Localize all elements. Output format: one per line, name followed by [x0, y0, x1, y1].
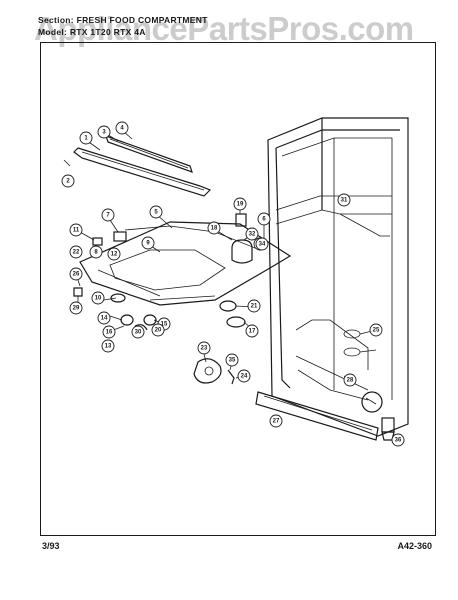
- callout-18: 18: [207, 221, 221, 235]
- callout-number: 11: [73, 228, 80, 234]
- callout-20: 20: [151, 323, 165, 337]
- callout-16: 16: [102, 325, 116, 339]
- callout-27: 27: [269, 414, 283, 428]
- callout-34: 34: [255, 237, 269, 251]
- callout-number: 27: [273, 419, 280, 425]
- callout-17: 17: [245, 324, 259, 338]
- callout-9: 9: [141, 236, 155, 250]
- callout-number: 20: [155, 328, 162, 334]
- callout-26: 26: [69, 267, 83, 281]
- callout-22: 22: [69, 245, 83, 259]
- callout-number: 12: [111, 252, 118, 258]
- callout-number: 2: [66, 179, 70, 185]
- callout-number: 8: [94, 250, 98, 256]
- callout-number: 34: [259, 242, 266, 248]
- callout-number: 24: [241, 374, 248, 380]
- callout-number: 4: [120, 126, 124, 132]
- callout-25: 25: [369, 323, 383, 337]
- callout-35: 35: [225, 353, 239, 367]
- callout-number: 17: [249, 329, 256, 335]
- callout-number: 30: [135, 330, 142, 336]
- callout-number: 22: [73, 250, 80, 256]
- model-line: Model: RTX 1T20 RTX 4A: [38, 27, 146, 37]
- callout-32: 32: [245, 227, 259, 241]
- callout-number: 3: [102, 130, 106, 136]
- callout-6: 6: [257, 212, 271, 226]
- callout-5: 5: [149, 205, 163, 219]
- callout-3: 3: [97, 125, 111, 139]
- callout-28: 28: [343, 373, 357, 387]
- callout-number: 35: [229, 358, 236, 364]
- toe-grille: [255, 391, 379, 441]
- callout-31: 31: [337, 193, 351, 207]
- callout-number: 31: [341, 198, 348, 204]
- callout-21: 21: [247, 299, 261, 313]
- footer-code: A42-360: [397, 541, 432, 551]
- callout-19: 19: [233, 197, 247, 211]
- watermark-text: AppliancePartsPros.com: [34, 10, 414, 47]
- lower-components: [193, 358, 235, 385]
- callout-number: 15: [161, 322, 168, 328]
- callout-10: 10: [91, 291, 105, 305]
- refrigerator-cabinet: [267, 117, 409, 437]
- callout-number: 36: [395, 438, 402, 444]
- callout-number: 26: [73, 272, 80, 278]
- callout-number: 16: [106, 330, 113, 336]
- callout-23: 23: [197, 341, 211, 355]
- callout-number: 14: [101, 316, 108, 322]
- callout-36: 36: [391, 433, 405, 447]
- callout-29: 29: [69, 301, 83, 315]
- callout-number: 7: [106, 213, 110, 219]
- callout-number: 18: [211, 226, 218, 232]
- footer-date: 3/93: [42, 541, 60, 551]
- callout-number: 19: [237, 202, 244, 208]
- callout-14: 14: [97, 311, 111, 325]
- top-rail: [73, 135, 212, 197]
- callout-number: 28: [347, 378, 354, 384]
- diagram-frame: [40, 42, 436, 536]
- callout-number: 10: [95, 296, 102, 302]
- callout-number: 1: [84, 136, 88, 142]
- callout-number: 25: [373, 328, 380, 334]
- callout-number: 23: [201, 346, 208, 352]
- callout-7: 7: [101, 208, 115, 222]
- callout-number: 6: [262, 217, 266, 223]
- callout-13: 13: [101, 339, 115, 353]
- callout-number: 5: [154, 210, 158, 216]
- callout-24: 24: [237, 369, 251, 383]
- callout-number: 29: [73, 306, 80, 312]
- callout-30: 30: [131, 325, 145, 339]
- callout-12: 12: [107, 247, 121, 261]
- callout-1: 1: [79, 131, 93, 145]
- callout-number: 21: [251, 304, 258, 310]
- callout-number: 9: [146, 241, 150, 247]
- callout-4: 4: [115, 121, 129, 135]
- callout-8: 8: [89, 245, 103, 259]
- callout-11: 11: [69, 223, 83, 237]
- callout-number: 13: [105, 344, 112, 350]
- callout-number: 32: [249, 232, 256, 238]
- section-title: Section: FRESH FOOD COMPARTMENT: [38, 15, 208, 25]
- callout-2: 2: [61, 174, 75, 188]
